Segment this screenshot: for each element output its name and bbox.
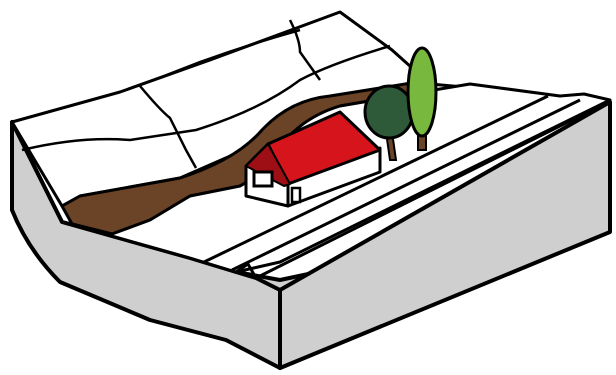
light-tree-crown bbox=[408, 48, 436, 136]
house-window bbox=[254, 172, 272, 186]
dark-tree-crown bbox=[365, 86, 413, 138]
house-door bbox=[292, 188, 300, 202]
